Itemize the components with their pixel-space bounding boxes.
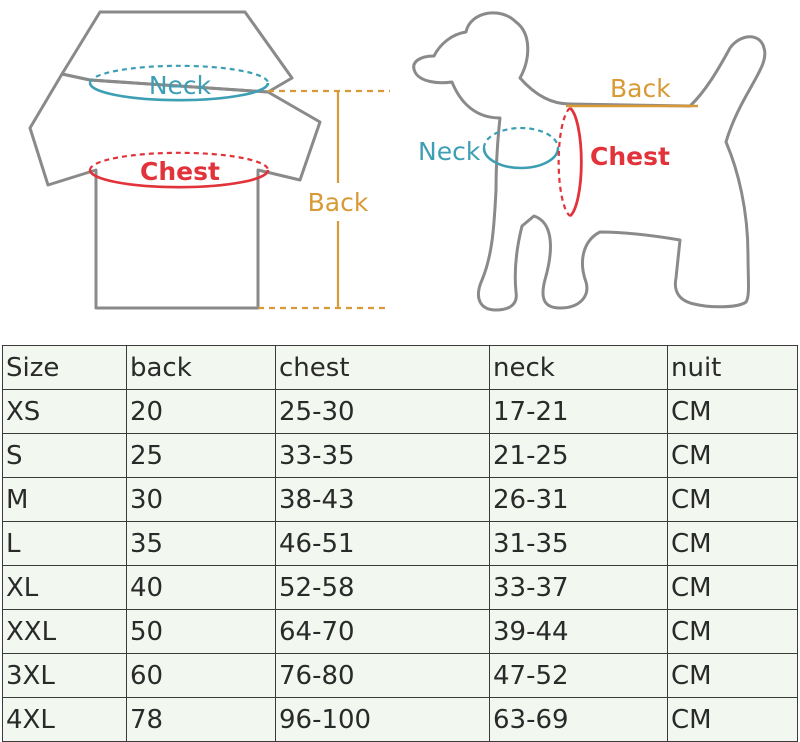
cell-size: M	[2, 477, 127, 522]
dog-silhouette	[412, 11, 767, 312]
measurement-diagram: Neck Chest Back Neck Chest Back	[28, 10, 767, 312]
cell-unit: CM	[667, 653, 798, 698]
header-cell-back: back	[126, 345, 276, 390]
cell-chest: 64-70	[275, 609, 490, 654]
cell-back: 35	[126, 521, 276, 566]
cell-back: 30	[126, 477, 276, 522]
cell-unit: CM	[667, 389, 798, 434]
cell-back: 78	[126, 697, 276, 742]
cell-size: 3XL	[2, 653, 127, 698]
cell-chest: 76-80	[275, 653, 490, 698]
cell-unit: CM	[667, 477, 798, 522]
cell-chest: 38-43	[275, 477, 490, 522]
cell-chest: 25-30	[275, 389, 490, 434]
header-cell-size: Size	[2, 345, 127, 390]
header-cell-neck: neck	[489, 345, 668, 390]
cell-size: XS	[2, 389, 127, 434]
cell-size: S	[2, 433, 127, 478]
cell-neck: 26-31	[489, 477, 668, 522]
cell-neck: 21-25	[489, 433, 668, 478]
cell-neck: 47-52	[489, 653, 668, 698]
cell-unit: CM	[667, 433, 798, 478]
cell-size: 4XL	[2, 697, 127, 742]
cell-unit: CM	[667, 565, 798, 610]
cell-size: L	[2, 521, 127, 566]
cell-neck: 33-37	[489, 565, 668, 610]
cell-neck: 17-21	[489, 389, 668, 434]
cell-neck: 39-44	[489, 609, 668, 654]
header-cell-chest: chest	[275, 345, 490, 390]
cell-neck: 63-69	[489, 697, 668, 742]
cell-unit: CM	[667, 609, 798, 654]
cell-chest: 46-51	[275, 521, 490, 566]
cell-back: 25	[126, 433, 276, 478]
shirt-back-label: Back	[308, 188, 369, 217]
cell-chest: 96-100	[275, 697, 490, 742]
cell-back: 40	[126, 565, 276, 610]
cell-unit: CM	[667, 697, 798, 742]
cell-chest: 52-58	[275, 565, 490, 610]
dog-chest-label: Chest	[590, 142, 670, 171]
shirt-neck-measure	[88, 64, 270, 102]
shirt-chest-label: Chest	[140, 157, 220, 186]
dog-chest-measure	[557, 106, 583, 218]
cell-size: XL	[2, 565, 127, 610]
shirt-chest-measure	[88, 151, 270, 189]
dog-neck-measure	[482, 126, 560, 170]
dog-back-label: Back	[610, 74, 671, 103]
shirt-neck-label: Neck	[149, 71, 212, 100]
cell-back: 50	[126, 609, 276, 654]
dog-neck-label: Neck	[418, 137, 481, 166]
cell-back: 20	[126, 389, 276, 434]
cell-back: 60	[126, 653, 276, 698]
cell-chest: 33-35	[275, 433, 490, 478]
cell-size: XXL	[2, 609, 127, 654]
header-cell-unit: nuit	[667, 345, 798, 390]
cell-unit: CM	[667, 521, 798, 566]
cell-neck: 31-35	[489, 521, 668, 566]
shirt-body	[28, 72, 322, 310]
